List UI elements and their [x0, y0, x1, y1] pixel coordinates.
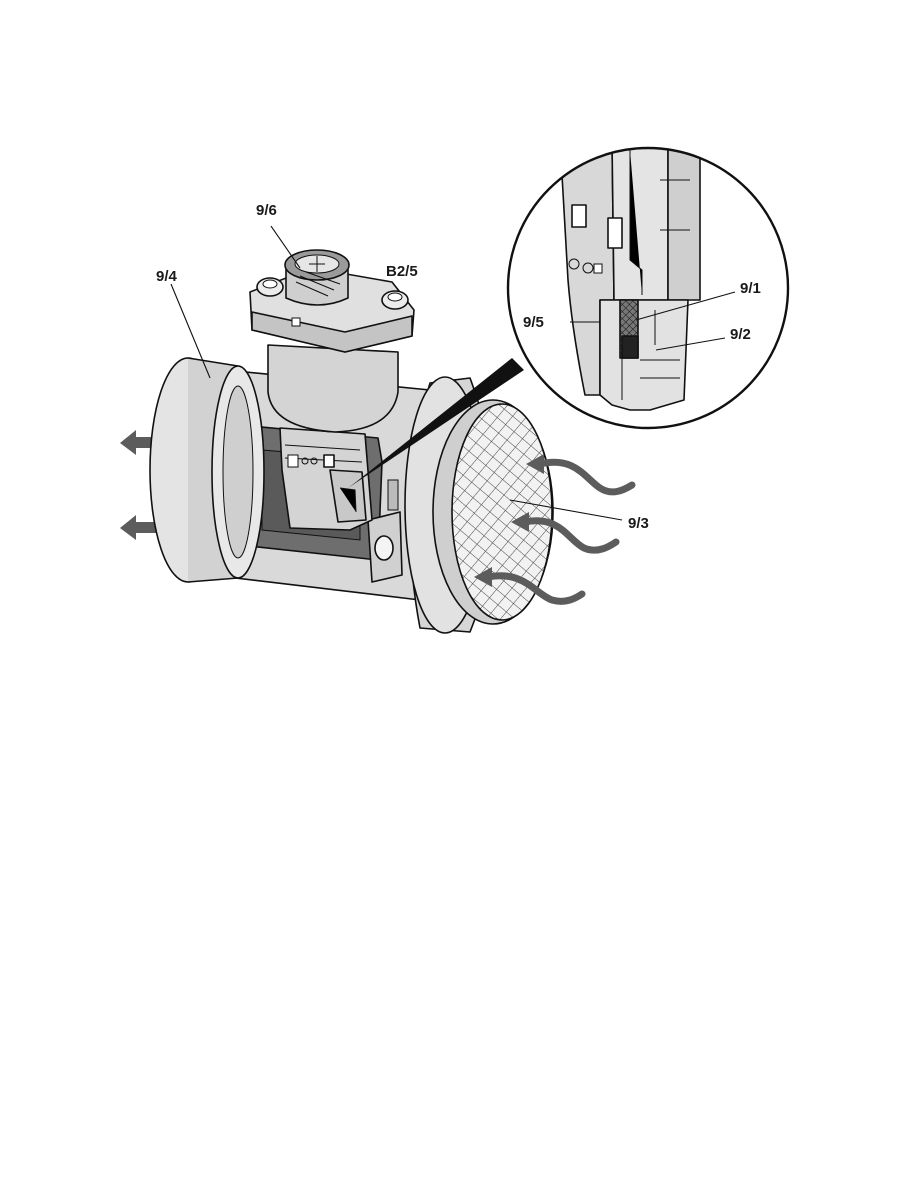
- inlet-screen: [451, 403, 553, 621]
- mounting-bolt-icon: [256, 277, 284, 297]
- outflow-arrows: [120, 430, 160, 540]
- outflow-arrow-icon: [120, 515, 160, 540]
- label-hot-film: 9/1: [740, 280, 761, 297]
- mounting-bolt-icon: [381, 290, 409, 310]
- callout-labels: 9/6 B2/5 9/4 9/1 9/2 9/5 9/3: [156, 202, 761, 532]
- label-housing-bolts: 9/6: [256, 202, 277, 219]
- label-outlet: 9/4: [156, 268, 178, 285]
- inflow-arrows: [484, 458, 636, 605]
- outlet-flange: [149, 357, 265, 583]
- inflow-arrow-icon: [521, 517, 620, 554]
- magnified-inset: [348, 146, 790, 488]
- sensor-insert: [279, 427, 373, 531]
- label-screen: 9/3: [628, 515, 649, 532]
- label-sensor-body: 9/5: [523, 314, 544, 331]
- label-bypass-channel: 9/2: [730, 326, 751, 343]
- connector-housing: [249, 249, 415, 433]
- label-sensor-id: B2/5: [386, 263, 418, 280]
- outflow-arrow-icon: [120, 430, 160, 455]
- inflow-arrow-icon: [484, 572, 586, 605]
- inflow-arrow-icon: [536, 458, 636, 496]
- leader-lines: [170, 225, 736, 521]
